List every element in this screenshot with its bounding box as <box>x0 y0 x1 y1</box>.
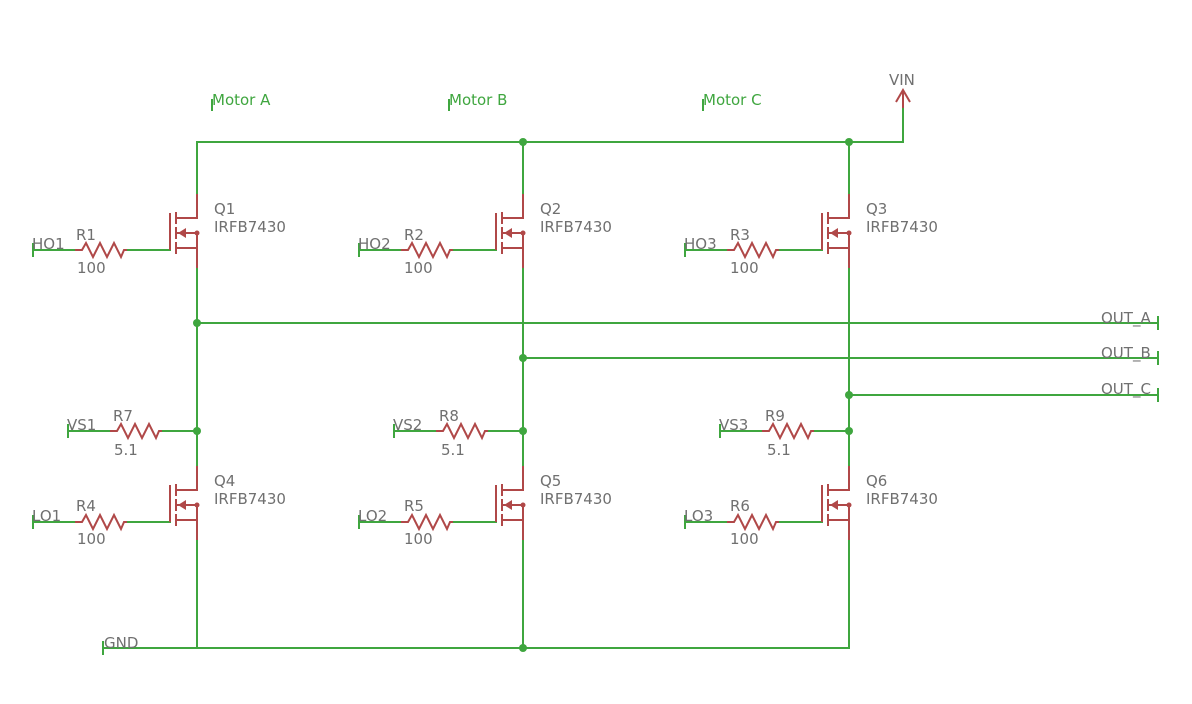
motor-b-label: Motor B <box>449 91 507 109</box>
q1-part: IRFB7430 <box>214 218 286 236</box>
junction-dot <box>193 427 201 435</box>
wires <box>32 99 1159 655</box>
q3-name: Q3 <box>866 200 887 218</box>
r7-value: 5.1 <box>114 441 138 459</box>
r3-value: 100 <box>730 259 759 277</box>
r4-value: 100 <box>77 530 106 548</box>
ho3-label: HO3 <box>684 235 717 253</box>
labels: Motor A Motor B Motor C VIN GND OUT_A OU… <box>32 71 1151 652</box>
mosfet-q2 <box>495 194 526 268</box>
lo3-label: LO3 <box>684 507 713 525</box>
r2-name: R2 <box>404 226 424 244</box>
r2-value: 100 <box>404 259 433 277</box>
out-b-label: OUT_B <box>1101 344 1151 363</box>
junction-dot <box>845 138 853 146</box>
junction-dot <box>845 391 853 399</box>
resistor-r9 <box>762 421 814 441</box>
r6-value: 100 <box>730 530 759 548</box>
lo2-label: LO2 <box>358 507 387 525</box>
junction-dot <box>519 427 527 435</box>
vin-arrow <box>895 88 911 108</box>
q2-part: IRFB7430 <box>540 218 612 236</box>
q2-name: Q2 <box>540 200 561 218</box>
r5-name: R5 <box>404 497 424 515</box>
vs3-label: VS3 <box>719 416 748 434</box>
q3-part: IRFB7430 <box>866 218 938 236</box>
q1-name: Q1 <box>214 200 235 218</box>
junctions <box>193 138 853 652</box>
r9-value: 5.1 <box>767 441 791 459</box>
r3-name: R3 <box>730 226 750 244</box>
mosfet-q5 <box>495 466 526 540</box>
r8-value: 5.1 <box>441 441 465 459</box>
mosfets <box>169 194 852 540</box>
vs1-label: VS1 <box>67 416 96 434</box>
mosfet-q1 <box>169 194 200 268</box>
r1-value: 100 <box>77 259 106 277</box>
resistor-r1 <box>75 240 127 260</box>
ho1-label: HO1 <box>32 235 65 253</box>
r5-value: 100 <box>404 530 433 548</box>
resistor-r6 <box>727 512 779 532</box>
q6-part: IRFB7430 <box>866 490 938 508</box>
junction-dot <box>519 138 527 146</box>
q5-part: IRFB7430 <box>540 490 612 508</box>
out-a-label: OUT_A <box>1101 309 1151 328</box>
r9-name: R9 <box>765 407 785 425</box>
q4-name: Q4 <box>214 472 235 490</box>
vin-rail <box>196 101 904 143</box>
mosfet-q6 <box>821 466 852 540</box>
motor-a-label: Motor A <box>212 91 271 109</box>
vs2-label: VS2 <box>393 416 422 434</box>
ho2-label: HO2 <box>358 235 391 253</box>
resistor-r4 <box>75 512 127 532</box>
junction-dot <box>845 427 853 435</box>
r1-name: R1 <box>76 226 96 244</box>
motor-c-label: Motor C <box>703 91 762 109</box>
lo1-label: LO1 <box>32 507 61 525</box>
junction-dot <box>193 319 201 327</box>
r7-name: R7 <box>113 407 133 425</box>
q5-name: Q5 <box>540 472 561 490</box>
resistor-r5 <box>401 512 453 532</box>
vin-label: VIN <box>889 71 915 89</box>
vin-symbol <box>895 88 911 108</box>
r8-name: R8 <box>439 407 459 425</box>
r4-name: R4 <box>76 497 96 515</box>
gnd-label: GND <box>104 634 138 652</box>
junction-dot <box>519 644 527 652</box>
resistor-r7 <box>110 421 162 441</box>
q6-name: Q6 <box>866 472 887 490</box>
out-c-label: OUT_C <box>1101 380 1151 399</box>
resistor-r8 <box>436 421 488 441</box>
resistor-r3 <box>727 240 779 260</box>
q4-part: IRFB7430 <box>214 490 286 508</box>
r6-name: R6 <box>730 497 750 515</box>
mosfet-q3 <box>821 194 852 268</box>
resistors <box>75 240 814 532</box>
junction-dot <box>519 354 527 362</box>
resistor-r2 <box>401 240 453 260</box>
mosfet-q4 <box>169 466 200 540</box>
